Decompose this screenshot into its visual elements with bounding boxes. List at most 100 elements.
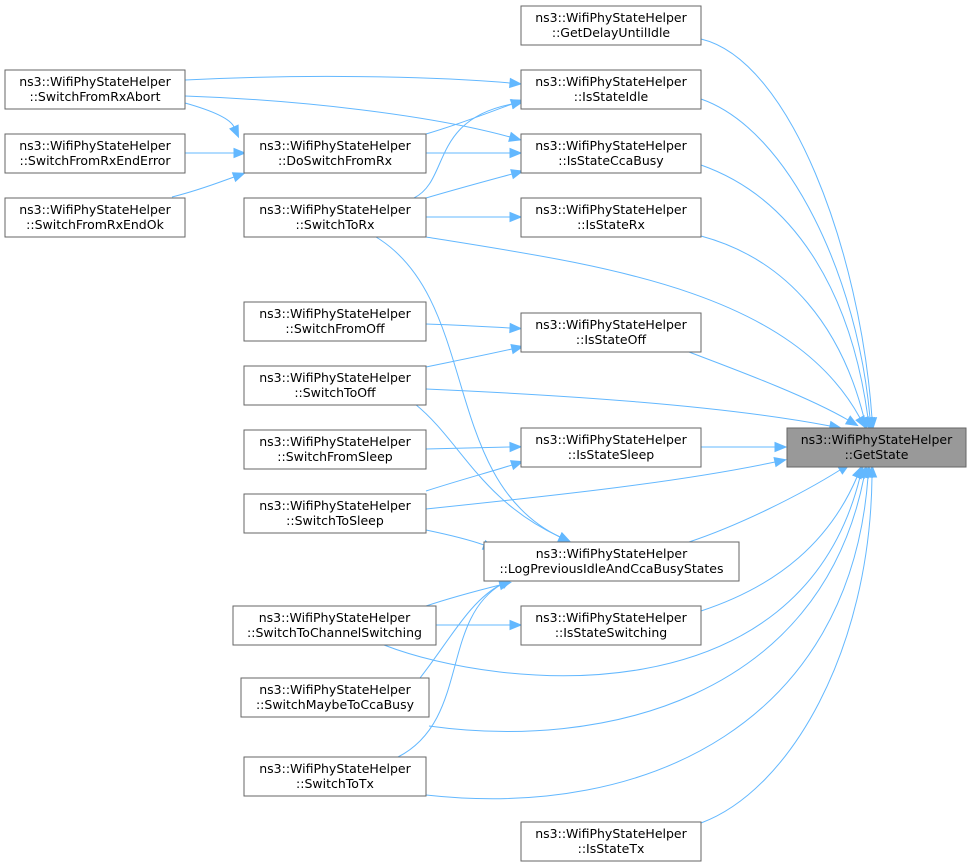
edge-fromSleep-to-issleep bbox=[425, 441, 523, 453]
edge-line bbox=[375, 236, 561, 538]
node-box bbox=[786, 427, 967, 468]
edge-rxenderror-to-doswitchrx bbox=[185, 147, 247, 159]
node-doswitchrx[interactable]: ns3::WifiPhyStateHelper::DoSwitchFromRx bbox=[243, 133, 427, 174]
node-namespace-label: ns3::WifiPhyStateHelper bbox=[259, 610, 411, 625]
node-toOff[interactable]: ns3::WifiPhyStateHelper::SwitchToOff bbox=[243, 365, 427, 406]
arrowhead bbox=[862, 464, 874, 478]
node-box bbox=[520, 69, 702, 110]
edge-rxendok-to-doswitchrx bbox=[171, 172, 246, 198]
node-box bbox=[243, 133, 427, 174]
node-namespace-label: ns3::WifiPhyStateHelper bbox=[19, 138, 171, 153]
node-method-label: ::SwitchToChannelSwitching bbox=[247, 625, 422, 640]
node-method-label: ::SwitchToTx bbox=[296, 776, 374, 791]
node-method-label: ::GetState bbox=[845, 447, 909, 462]
node-method-label: ::SwitchToRx bbox=[296, 217, 375, 232]
node-isrx[interactable]: ns3::WifiPhyStateHelper::IsStateRx bbox=[520, 197, 702, 238]
node-method-label: ::SwitchFromRxEndError bbox=[19, 153, 171, 168]
node-box bbox=[243, 429, 427, 470]
node-maybeCca[interactable]: ns3::WifiPhyStateHelper::SwitchMaybeToCc… bbox=[240, 677, 430, 718]
arrowhead bbox=[774, 441, 788, 453]
edge-line bbox=[428, 476, 865, 732]
edge-issleep-to-getstate bbox=[701, 441, 788, 453]
node-box bbox=[232, 605, 437, 646]
node-namespace-label: ns3::WifiPhyStateHelper bbox=[535, 74, 687, 89]
arrowhead bbox=[557, 532, 572, 543]
edge-line bbox=[700, 38, 873, 419]
edge-line bbox=[425, 388, 831, 427]
node-box bbox=[520, 605, 702, 646]
edge-line bbox=[397, 583, 503, 758]
edge-line bbox=[425, 461, 776, 510]
node-box bbox=[520, 821, 702, 862]
node-box bbox=[4, 69, 186, 110]
node-rxabort[interactable]: ns3::WifiPhyStateHelper::SwitchFromRxAbo… bbox=[4, 69, 186, 110]
node-isidle[interactable]: ns3::WifiPhyStateHelper::IsStateIdle bbox=[520, 69, 702, 110]
node-namespace-label: ns3::WifiPhyStateHelper bbox=[535, 610, 687, 625]
node-toChanSw[interactable]: ns3::WifiPhyStateHelper::SwitchToChannel… bbox=[232, 605, 437, 646]
node-namespace-label: ns3::WifiPhyStateHelper bbox=[535, 138, 687, 153]
edge-toRx-to-getstate bbox=[425, 236, 866, 429]
node-namespace-label: ns3::WifiPhyStateHelper bbox=[801, 432, 953, 447]
edge-rxabort-to-doswitchrx bbox=[184, 102, 240, 139]
node-toSleep[interactable]: ns3::WifiPhyStateHelper::SwitchToSleep bbox=[243, 493, 427, 534]
node-toRx[interactable]: ns3::WifiPhyStateHelper::SwitchToRx bbox=[243, 197, 427, 238]
edge-line bbox=[184, 75, 511, 84]
arrowhead bbox=[231, 172, 246, 183]
node-rxendok[interactable]: ns3::WifiPhyStateHelper::SwitchFromRxEnd… bbox=[4, 197, 186, 238]
node-namespace-label: ns3::WifiPhyStateHelper bbox=[259, 761, 411, 776]
arrowhead bbox=[855, 415, 866, 429]
edge-line bbox=[700, 476, 873, 824]
node-box bbox=[243, 756, 427, 797]
node-fromSleep[interactable]: ns3::WifiPhyStateHelper::SwitchFromSleep bbox=[243, 429, 427, 470]
node-method-label: ::GetDelayUntilIdle bbox=[552, 25, 671, 40]
edge-toOff-to-isoff bbox=[425, 343, 525, 368]
edge-line bbox=[688, 351, 849, 421]
edge-line bbox=[425, 446, 511, 450]
node-method-label: ::SwitchFromSleep bbox=[277, 449, 393, 464]
edge-toRx-to-isrx bbox=[426, 211, 523, 223]
edge-line bbox=[425, 476, 869, 800]
node-method-label: ::IsStateSleep bbox=[568, 447, 654, 462]
node-rxenderror[interactable]: ns3::WifiPhyStateHelper::SwitchFromRxEnd… bbox=[4, 133, 186, 174]
node-method-label: ::IsStateSwitching bbox=[555, 625, 667, 640]
node-box bbox=[520, 197, 702, 238]
node-istx[interactable]: ns3::WifiPhyStateHelper::IsStateTx bbox=[520, 821, 702, 862]
node-isswitching[interactable]: ns3::WifiPhyStateHelper::IsStateSwitchin… bbox=[520, 605, 702, 646]
arrowhead bbox=[510, 98, 525, 110]
node-namespace-label: ns3::WifiPhyStateHelper bbox=[535, 10, 687, 25]
node-namespace-label: ns3::WifiPhyStateHelper bbox=[259, 434, 411, 449]
call-edges bbox=[171, 38, 878, 824]
node-getdelay[interactable]: ns3::WifiPhyStateHelper::GetDelayUntilId… bbox=[520, 5, 702, 46]
edge-line bbox=[425, 464, 513, 492]
arrowhead bbox=[773, 456, 788, 468]
node-issleep[interactable]: ns3::WifiPhyStateHelper::IsStateSleep bbox=[520, 427, 702, 468]
node-method-label: ::IsStateRx bbox=[577, 217, 645, 232]
arrowhead bbox=[510, 343, 525, 355]
node-namespace-label: ns3::WifiPhyStateHelper bbox=[259, 498, 411, 513]
edge-line bbox=[700, 164, 869, 419]
node-box bbox=[240, 677, 430, 718]
edge-line bbox=[419, 583, 503, 679]
node-namespace-label: ns3::WifiPhyStateHelper bbox=[535, 202, 687, 217]
node-isccabusy[interactable]: ns3::WifiPhyStateHelper::IsStateCcaBusy bbox=[520, 133, 702, 174]
arrowhead bbox=[509, 211, 523, 223]
node-method-label: ::DoSwitchFromRx bbox=[278, 153, 392, 168]
edge-rxabort-to-isccabusy bbox=[184, 95, 522, 142]
edge-toSleep-to-getstate bbox=[425, 456, 788, 510]
edge-toChanSw-to-isswitching bbox=[436, 619, 523, 631]
node-toTx[interactable]: ns3::WifiPhyStateHelper::SwitchToTx bbox=[243, 756, 427, 797]
node-box bbox=[243, 197, 427, 238]
edge-line bbox=[700, 235, 865, 419]
edge-toRx-to-isidle bbox=[413, 98, 525, 199]
node-logprev[interactable]: ns3::WifiPhyStateHelper::LogPreviousIdle… bbox=[483, 541, 740, 582]
node-namespace-label: ns3::WifiPhyStateHelper bbox=[259, 202, 411, 217]
node-method-label: ::SwitchFromOff bbox=[285, 321, 385, 336]
edge-toTx-to-logprev bbox=[397, 577, 513, 758]
arrowhead bbox=[509, 147, 523, 159]
edge-line bbox=[700, 476, 858, 612]
node-fromOff[interactable]: ns3::WifiPhyStateHelper::SwitchFromOff bbox=[243, 301, 427, 342]
node-box bbox=[4, 197, 186, 238]
node-method-label: ::SwitchFromRxAbort bbox=[30, 89, 161, 104]
node-isoff[interactable]: ns3::WifiPhyStateHelper::IsStateOff bbox=[520, 312, 702, 353]
node-box bbox=[483, 541, 740, 582]
